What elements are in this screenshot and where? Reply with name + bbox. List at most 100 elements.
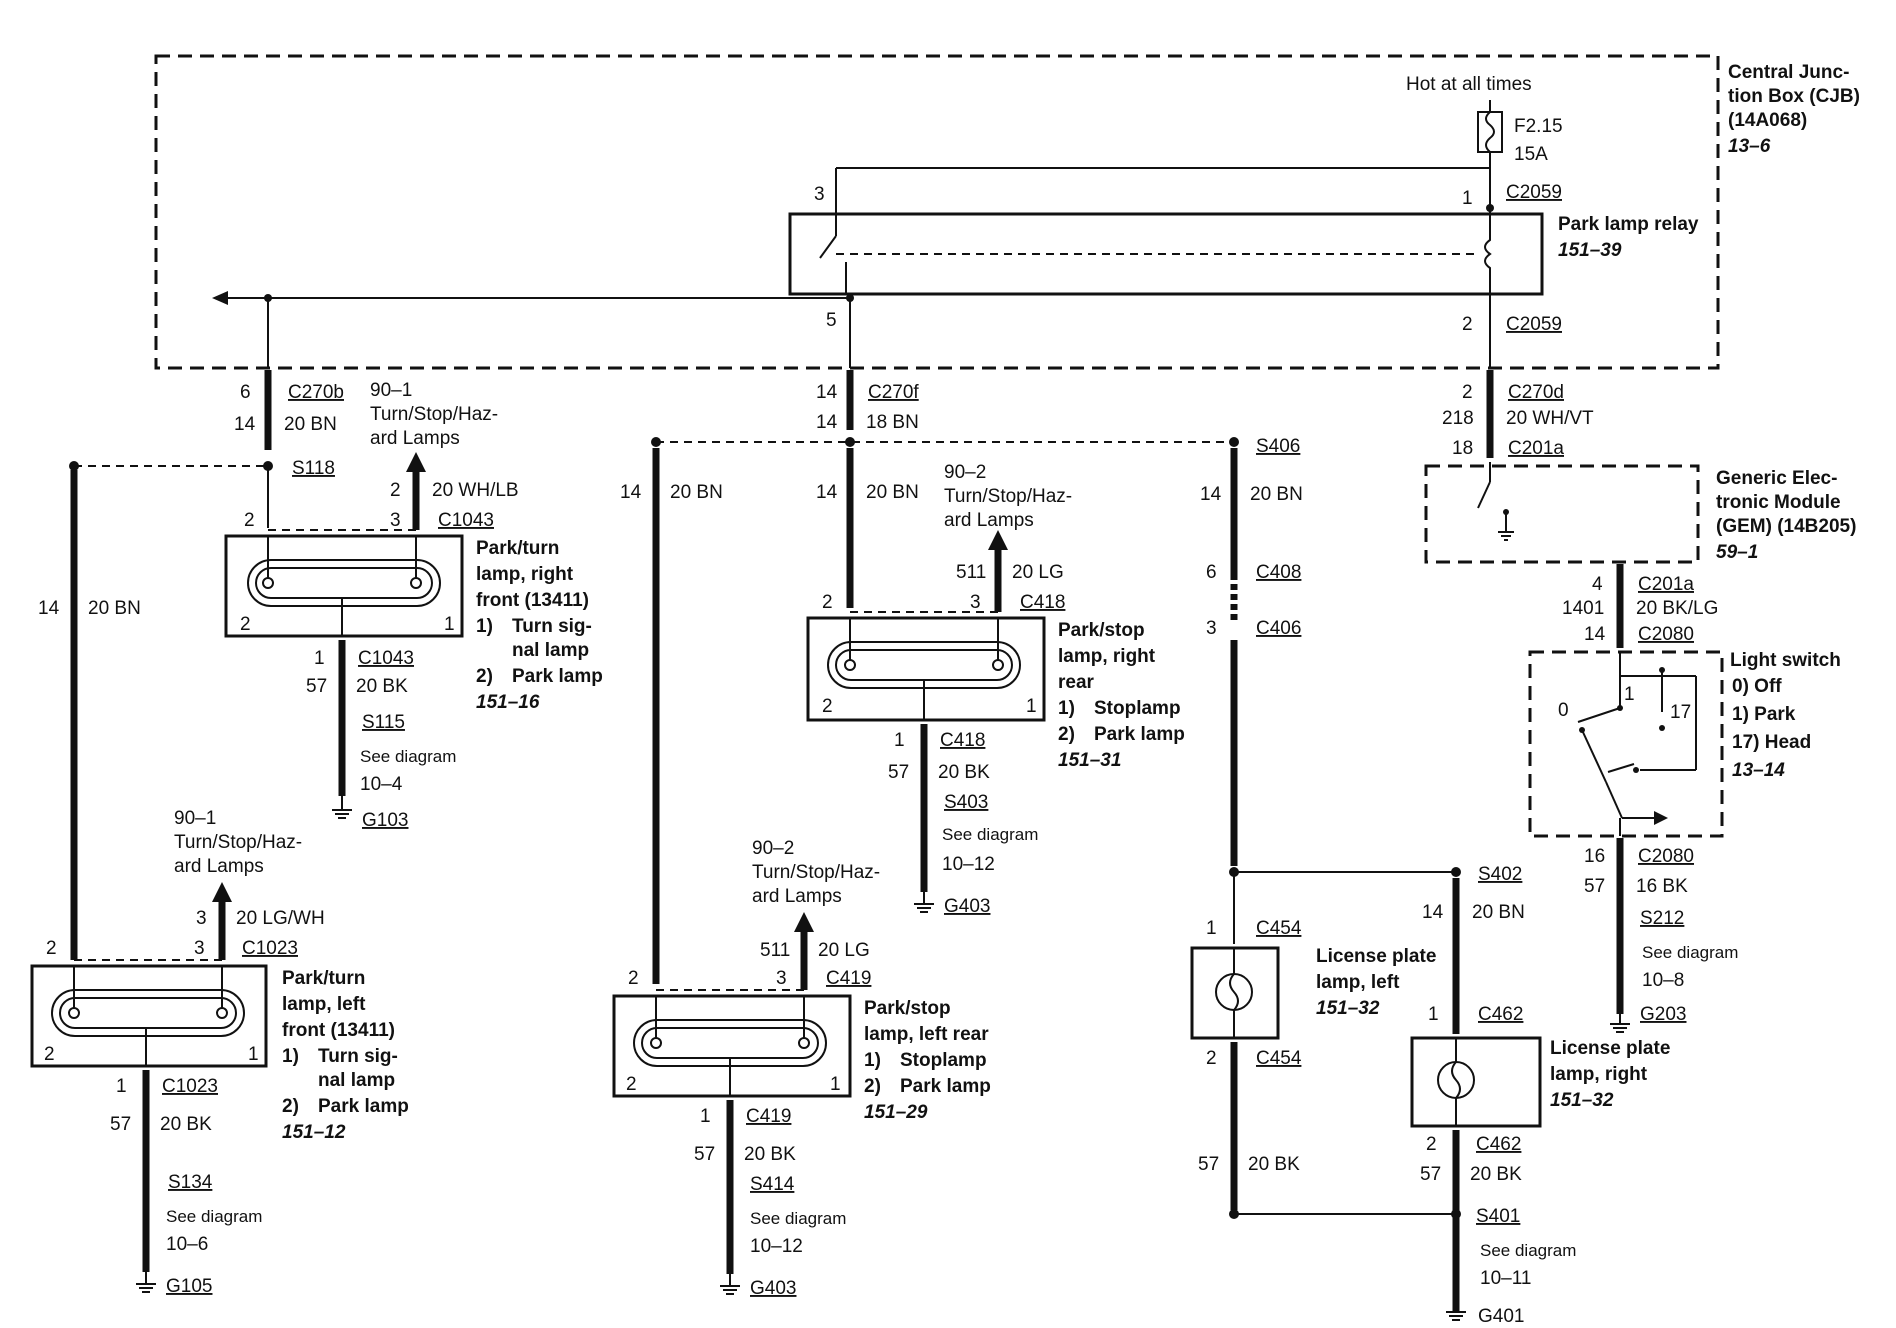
lf-bulb-outline [51, 989, 245, 1037]
lic-splice-top: S406 [1256, 436, 1300, 457]
rr-circuit-no: 511 [956, 562, 986, 583]
lr-item-2-label: Park lamp [900, 1076, 991, 1097]
c408-conn: C408 [1256, 562, 1301, 583]
lr-gnd-circuit: 57 [694, 1144, 715, 1165]
left-bus-circuit: 14 [38, 598, 60, 619]
lf-see: See diagram [166, 1207, 262, 1226]
switch-pos-label-0: 0 [1558, 700, 1569, 721]
lr-item-2-num: 2) [864, 1076, 881, 1097]
left-feed-pin: 6 [240, 382, 251, 403]
lr-circuit-no: 511 [760, 940, 790, 961]
rf-item-1-line-2: nal lamp [512, 640, 589, 661]
mid-feed-conn: C270f [868, 382, 919, 403]
lf-item-1-line-1: Turn sig- [318, 1046, 398, 1067]
lic-r-pin-top: 1 [1428, 1004, 1439, 1025]
rf-ref: 151–16 [476, 692, 540, 713]
lr-see-ref: 10–12 [750, 1236, 803, 1257]
rf-splice: S115 [362, 712, 405, 733]
gem-feed-circuit: 2 C270d 218 20 WH/VT 18 C201a [1442, 370, 1594, 459]
lic-r-lamp-box [1410, 1036, 1542, 1128]
relay-ref: 151–39 [1558, 240, 1622, 261]
left-feed-circuit: 6 C270b 14 20 BN S118 [69, 370, 344, 528]
lic-l-conn-top: C454 [1256, 918, 1302, 939]
rr-conn: C418 [1020, 592, 1065, 613]
rr-splice: S403 [944, 792, 988, 813]
lr-conn-pin-a: 2 [628, 968, 639, 989]
lic-r-name-line-1: License plate [1550, 1038, 1670, 1059]
switch-out-pin: 16 [1584, 846, 1605, 867]
mid-feed-wire: 18 BN [866, 412, 919, 433]
rf-pin-r: 1 [444, 614, 455, 635]
rf-item-2-line-1: Park lamp [512, 666, 603, 687]
license-plate-feed: S406 14 20 BN 6 C408 3 C406 [1200, 436, 1461, 944]
switch-see: See diagram [1642, 943, 1738, 962]
gem-ref: 59–1 [1716, 542, 1758, 563]
central-junction-box: Central Junc- tion Box (CJB) (14A068) 13… [154, 54, 1860, 370]
lic-r-see-ref: 10–11 [1480, 1268, 1531, 1289]
lf-ground: G105 [166, 1276, 212, 1297]
lic-feed-wire: 20 BN [1250, 484, 1303, 505]
lr-ground-icon [720, 1274, 740, 1295]
lic-r-pin-bot: 2 [1426, 1134, 1437, 1155]
lic-r-see: See diagram [1480, 1241, 1576, 1260]
fuse-label: F2.15 [1514, 116, 1563, 137]
fuse-f2-15 [1477, 100, 1503, 200]
relay-pin-2: 2 [1462, 314, 1473, 335]
lic-r-wire: 20 BK [1470, 1164, 1522, 1185]
gem-sw-circuit: 1401 [1562, 598, 1604, 619]
lf-conn-pin-b: 3 [194, 938, 205, 959]
mid-feed-circuit-b: 14 [816, 412, 838, 433]
lr-see: See diagram [750, 1209, 846, 1228]
lf-gnd-wire: 20 BK [160, 1114, 212, 1135]
mid-feed-circuit-a: 14 [816, 382, 838, 403]
gem-to-switch-circuit: 4 C201a 1401 20 BK/LG 14 C2080 [1562, 564, 1718, 648]
switch-lever-1 [1577, 707, 1621, 723]
lf-arrow-up-icon [212, 882, 232, 902]
light-switch-outline [1528, 650, 1724, 838]
relay-coil [1484, 214, 1492, 294]
cjb-outline [154, 54, 1720, 370]
ref-90-2-top-line-2: Turn/Stop/Haz- [944, 486, 1072, 507]
lr-name-line-2: lamp, left rear [864, 1024, 989, 1045]
rf-conn-pin-a: 2 [244, 510, 255, 531]
relay-contact [819, 235, 837, 259]
mid-left-bus-circuit: 14 [620, 482, 642, 503]
rf-item-2-num: 2) [476, 666, 493, 687]
lic-r-ground: G401 [1478, 1306, 1524, 1327]
gem-sw-pin-a: 4 [1592, 574, 1603, 595]
park-stop-lamp-right-rear: 2 3 C418 511 20 LG 2 1 Park/stop lamp, r… [806, 530, 1185, 917]
c408-pin: 6 [1206, 562, 1217, 583]
rf-gnd-wire: 20 BK [356, 676, 408, 697]
park-turn-lamp-left-front: 14 20 BN 90–1 Turn/Stop/Haz- ard Lamps 2… [30, 470, 409, 1297]
lr-gnd-conn: C419 [746, 1106, 791, 1127]
lic-r-feed-wire: 20 BN [1472, 902, 1525, 923]
rr-pin-l: 2 [822, 696, 833, 717]
lf-name-line-2: lamp, left [282, 994, 366, 1015]
park-lamp-relay-box [788, 212, 1544, 296]
left-feed-wire: 20 BN [284, 414, 337, 435]
relay-conn-top: C2059 [1506, 182, 1562, 203]
ref-90-2-top-line-1: 90–2 [944, 462, 986, 483]
lr-splice: S414 [750, 1174, 795, 1195]
rr-arrow-up-icon [988, 530, 1008, 550]
gem-sw-conn-a: C201a [1638, 574, 1694, 595]
gem-name-line-3: (GEM) (14B205) [1716, 516, 1856, 537]
gem-name-line-2: tronic Module [1716, 492, 1841, 513]
lic-l-wire: 20 BK [1248, 1154, 1300, 1175]
switch-out-wire: 16 BK [1636, 876, 1688, 897]
switch-arrow-icon [1654, 811, 1668, 825]
rf-see-ref: 10–4 [360, 774, 403, 795]
switch-lever-2 [1607, 763, 1635, 773]
ref-90-1-top-line-2: Turn/Stop/Haz- [370, 404, 498, 425]
relay-pin-1: 1 [1462, 188, 1473, 209]
rf-see: See diagram [360, 747, 456, 766]
lf-pin-l: 2 [44, 1044, 55, 1065]
gem-feed-conn-b: C201a [1508, 438, 1564, 459]
lf-name-line-1: Park/turn [282, 968, 365, 989]
lic-r-circuit: 57 [1420, 1164, 1441, 1185]
ref-90-2-bottom-line-3: ard Lamps [752, 886, 842, 907]
mid-right-bus-circuit: 14 [816, 482, 838, 503]
c406-pin: 3 [1206, 618, 1217, 639]
gem-feed-conn-a: C270d [1508, 382, 1564, 403]
lr-conn: C419 [826, 968, 871, 989]
